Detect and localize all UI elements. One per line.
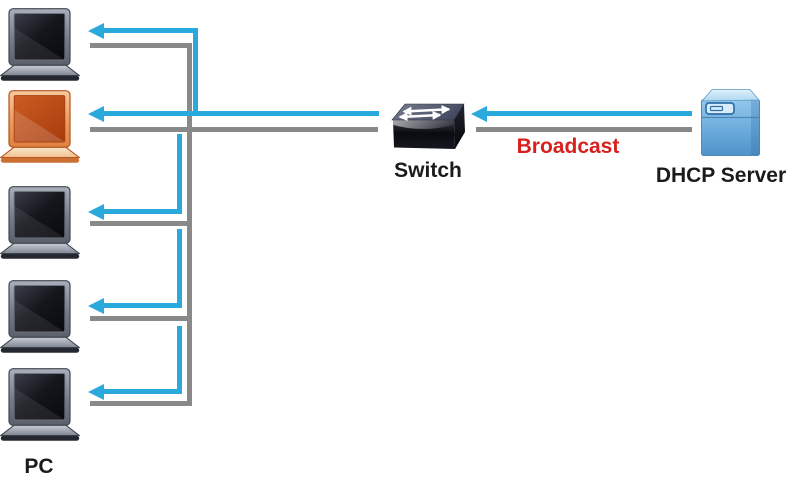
switch-icon: [391, 103, 465, 149]
laptop-icon: [0, 280, 80, 353]
server-label: DHCP Server: [655, 164, 787, 187]
wire-blue-pc1-h: [104, 28, 198, 33]
laptop-icon: [0, 368, 80, 441]
laptop-icon: [0, 8, 80, 81]
pc-node-5: [0, 368, 80, 446]
wire-gray-vertical-bus: [187, 43, 192, 406]
wire-blue-pc4-h: [104, 303, 182, 308]
wire-blue-pc4-v: [177, 229, 182, 308]
pc-label: PC: [24, 455, 54, 478]
switch-node: [390, 100, 470, 159]
arrowhead-pc3: [88, 203, 104, 220]
wire-gray-pc3: [90, 221, 192, 226]
server-tower-icon: [701, 89, 760, 156]
arrowhead-pc1: [88, 22, 104, 39]
pc-node-2: [0, 90, 80, 168]
wire-blue-server-switch: [487, 111, 692, 116]
arrowhead-pc4: [88, 297, 104, 314]
pc-node-1: [0, 8, 80, 86]
wire-gray-pc4: [90, 316, 192, 321]
broadcast-label: Broadcast: [516, 135, 620, 158]
wire-blue-pc3-v: [177, 134, 182, 214]
pc-node-3: [0, 186, 80, 264]
wire-blue-trunk-left: [104, 111, 379, 116]
arrowhead-pc5: [88, 383, 104, 400]
wire-gray-pc1: [90, 43, 192, 48]
switch-label: Switch: [394, 159, 462, 182]
wire-gray-pc5: [90, 401, 192, 406]
wire-blue-pc5-h: [104, 389, 182, 394]
laptop-icon: [0, 186, 80, 259]
wire-blue-pc3-h: [104, 209, 182, 214]
arrowhead-pc2: [88, 105, 104, 122]
laptop-icon-highlighted: [0, 90, 80, 163]
wire-blue-pc1-v: [193, 28, 198, 116]
pc-node-4: [0, 280, 80, 358]
wire-gray-trunk-left: [90, 127, 378, 132]
dhcp-server-node: [698, 86, 764, 165]
wire-blue-pc5-v: [177, 326, 182, 394]
wire-gray-server-switch: [476, 127, 692, 132]
arrowhead-switch: [471, 105, 487, 122]
